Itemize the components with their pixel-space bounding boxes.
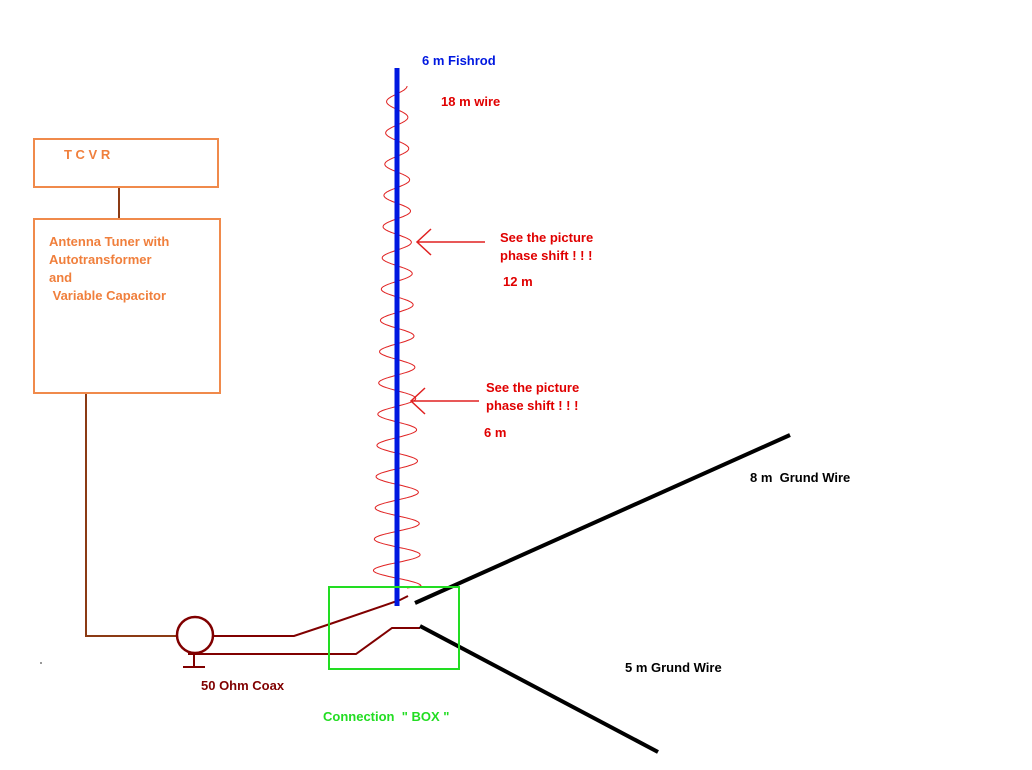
arrow-lower — [409, 387, 479, 415]
annotation-upper-line-1: See the picture — [500, 230, 594, 245]
coax-label: 50 Ohm Coax — [201, 678, 285, 693]
ground-wire-5m-label: 5 m Grund Wire — [625, 660, 722, 675]
wire-label: 18 m wire — [441, 94, 501, 109]
tuner-line-1: Antenna Tuner with — [49, 234, 170, 249]
connection-box-label: Connection " BOX " — [323, 709, 450, 724]
helical-wire — [372, 86, 422, 589]
fishrod-label: 6 m Fishrod — [422, 53, 496, 68]
annotation-upper-distance: 12 m — [503, 274, 533, 289]
coax-shield-line — [188, 627, 420, 655]
annotation-upper-line-2: phase shift ! ! ! — [500, 248, 593, 263]
tcvr-label: T C V R — [64, 147, 111, 162]
annotation-lower-distance: 6 m — [484, 425, 507, 440]
ground-wire-8m — [414, 433, 791, 605]
tuner-line-2: Autotransformer — [49, 252, 152, 267]
tcvr-box — [33, 138, 219, 188]
ground-wire-5m — [419, 624, 659, 754]
tuner-line-4: Variable Capacitor — [49, 288, 167, 303]
coax-inner-line — [212, 595, 409, 637]
coax-symbol-icon — [175, 615, 215, 655]
annotation-lower-line-2: phase shift ! ! ! — [486, 398, 579, 413]
arrow-upper — [415, 228, 485, 256]
annotation-lower-line-1: See the picture — [486, 380, 580, 395]
tuner-line-3: and — [49, 270, 73, 285]
antenna-tuner-box — [33, 218, 221, 394]
ground-wire-8m-label: 8 m Grund Wire — [750, 470, 851, 485]
feed-line — [85, 392, 176, 637]
connection-box — [328, 586, 460, 670]
stray-dot — [40, 662, 42, 664]
